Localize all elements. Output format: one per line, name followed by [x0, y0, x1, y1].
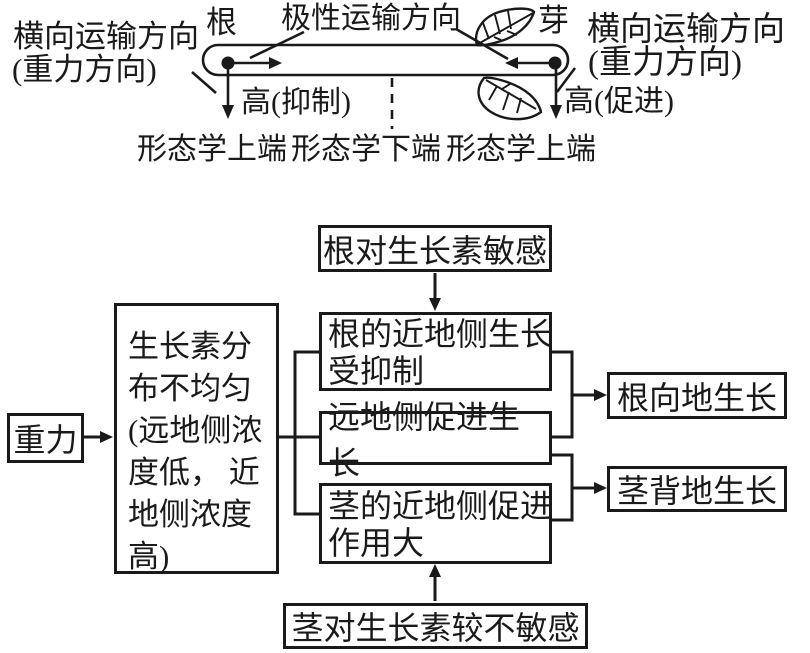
- lateral-transport-left-label-line2: (重力方向): [12, 52, 157, 87]
- morphology-upper-left-label: 形态学上端: [137, 133, 287, 166]
- connector-stemsensitive-up-head: [429, 564, 441, 577]
- box-root-sensitive-text: 根对生长素敏感: [322, 232, 547, 269]
- connector-stemresult-head: [594, 482, 607, 494]
- polar-label-leader-right: [455, 27, 509, 61]
- box-stem-result-text: 茎背地生长: [616, 473, 777, 509]
- polar-arrow-left-head: [505, 57, 518, 69]
- box-gravity-text: 重力: [13, 422, 78, 458]
- root-near-side-line: 受抑制: [328, 353, 425, 389]
- auxin-distribution-line: 度低， 近: [128, 455, 260, 490]
- bud-leaf-upper-icon: [474, 7, 536, 47]
- bud-leaf-lower-icon: [477, 76, 543, 121]
- box-root-near-side: 根的近地侧生长 受抑制: [319, 312, 552, 391]
- lateral-label-leader-right: [555, 67, 577, 93]
- box-root-result: 根向地生长: [607, 372, 787, 419]
- lateral-label-leader-left: [191, 71, 217, 94]
- box-root-sensitive: 根对生长素敏感: [318, 225, 552, 272]
- polar-arrow-right-head: [269, 57, 282, 69]
- auxin-distribution-line: 生长素分: [128, 329, 252, 364]
- flowchart-connectors: [84, 273, 607, 601]
- auxin-distribution-line: 地侧浓度: [128, 497, 252, 532]
- gravity-arrow-right-head: [550, 105, 562, 119]
- stem-near-side-line: 作用大: [328, 525, 425, 561]
- box-far-side-promote-text: 远地侧促进生长: [328, 399, 521, 481]
- connector-rootsensitive-down-head: [429, 298, 441, 311]
- auxin-distribution-line: (远地侧浓: [128, 413, 263, 448]
- box-stem-less-sensitive: 茎对生长素较不敏感: [283, 603, 588, 649]
- stem-near-side-line: 茎的近地侧促进: [328, 488, 553, 524]
- box-root-result-text: 根向地生长: [616, 379, 777, 416]
- box-stem-less-sensitive-text: 茎对生长素较不敏感: [291, 610, 580, 646]
- lateral-transport-right-label-line2: (重力方向): [588, 45, 742, 81]
- high-inhibit-label: 高(抑制): [241, 86, 351, 119]
- box-stem-near-side: 茎的近地侧促进 作用大: [319, 483, 552, 564]
- gravity-arrow-left-head: [222, 105, 234, 119]
- auxin-distribution-line: 高): [128, 539, 170, 574]
- box-gravity: 重力: [7, 413, 84, 463]
- box-auxin-distribution: 生长素分 布不均匀 (远地侧浓 度低， 近 地侧浓度 高): [114, 303, 279, 574]
- polar-label-leader-left: [249, 30, 305, 60]
- connector-gravity-right-head: [100, 431, 113, 443]
- root-near-side-line: 根的近地侧生长: [328, 316, 553, 352]
- stem-capsule-figure: [191, 7, 577, 129]
- root-end-label: 根: [206, 5, 237, 40]
- box-stem-result: 茎背地生长: [607, 466, 787, 512]
- polar-transport-label: 极性运输方向: [281, 2, 461, 35]
- auxin-distribution-line: 布不均匀: [128, 371, 252, 406]
- lateral-transport-right-label-line1: 横向运输方向: [587, 12, 785, 48]
- morphology-upper-right-label: 形态学上端: [446, 133, 596, 166]
- high-promote-label: 高(促进): [564, 85, 674, 118]
- lateral-transport-left-label-line1: 横向运输方向: [13, 19, 199, 54]
- bud-end-label: 芽: [538, 3, 569, 38]
- morphology-lower-middle-label: 形态学下端: [291, 133, 441, 166]
- connector-rootresult-head: [594, 389, 607, 401]
- box-far-side-promote: 远地侧促进生长: [319, 399, 552, 481]
- stem-capsule-outline: [201, 43, 570, 77]
